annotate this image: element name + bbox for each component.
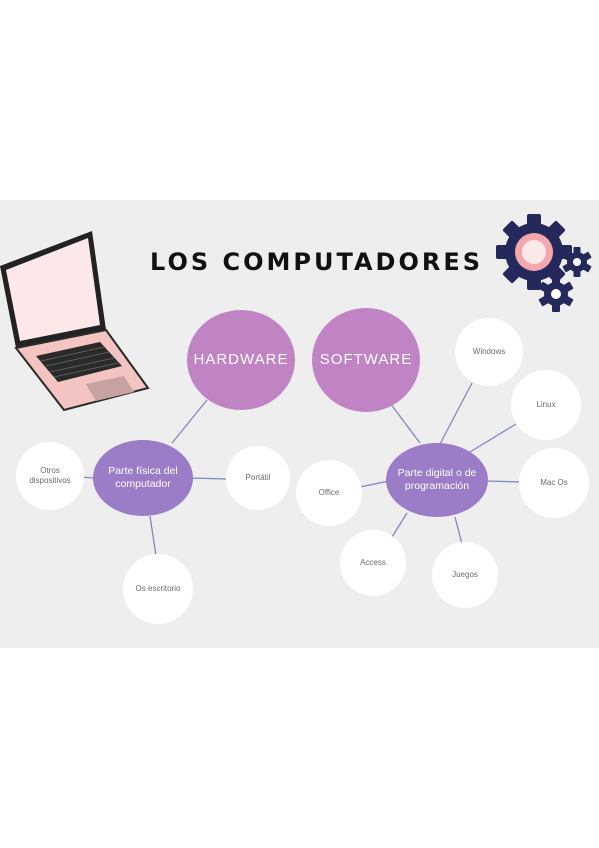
- juegos-node: Juegos: [432, 542, 498, 608]
- edge-software-linux: [469, 423, 517, 453]
- mac-os-node: Mac Os: [519, 448, 589, 518]
- hardware-description-node: Parte física del computador: [93, 440, 193, 516]
- hardware-node: HARDWARE: [187, 310, 295, 410]
- edge-hardware-description: [171, 399, 208, 444]
- laptop-icon: [0, 231, 150, 412]
- diagram-title: LOS COMPUTADORES: [150, 248, 484, 276]
- edge-software-juegos: [454, 516, 463, 545]
- gears-icon: [496, 214, 592, 312]
- software-node: SOFTWARE: [312, 308, 420, 412]
- access-node: Access: [340, 530, 406, 596]
- software-description-node: Parte digital o de programación: [386, 443, 488, 517]
- edge-software-office: [359, 480, 390, 488]
- edge-software-windows: [439, 382, 473, 445]
- portatil-node: Portátil: [226, 446, 290, 510]
- os-escritorio-node: Os escritorio: [123, 554, 193, 624]
- edge-software-access: [391, 512, 408, 538]
- edge-hardware-portatil: [189, 477, 229, 480]
- edge-software-macos: [485, 480, 522, 483]
- connector-lines: [79, 382, 522, 557]
- edge-software-description: [389, 402, 421, 444]
- edge-hardware-escritorio: [149, 515, 157, 557]
- linux-node: Linux: [511, 370, 581, 440]
- otros-dispositivos-node: Otros dispositivos: [16, 442, 84, 510]
- diagram-panel: LOS COMPUTADORES: [0, 200, 599, 648]
- office-node: Office: [296, 460, 362, 526]
- windows-node: Windows: [455, 318, 523, 386]
